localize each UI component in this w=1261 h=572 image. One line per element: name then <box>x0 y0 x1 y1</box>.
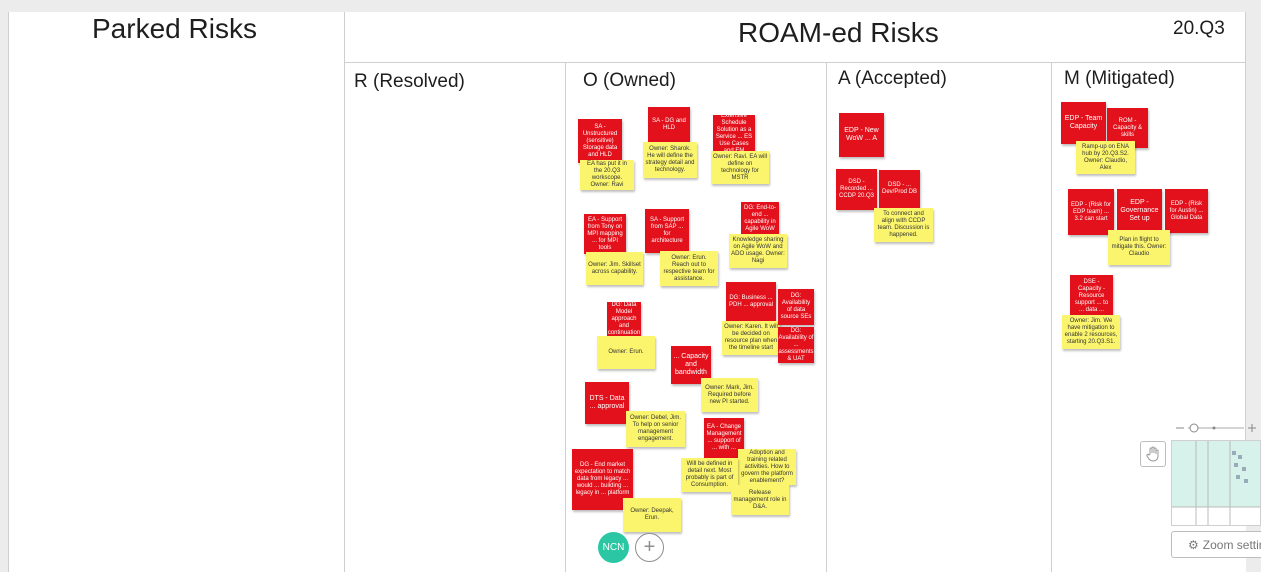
gear-icon: ⚙ <box>1188 537 1199 552</box>
sticky-note-red[interactable]: DG: Availability of ... assessments & UA… <box>778 327 814 363</box>
parked-risks-title: Parked Risks <box>92 13 257 44</box>
sticky-note-red[interactable]: DTS - Data ... approval <box>585 382 629 424</box>
sticky-note-yellow[interactable]: EA has put it in the 20.Q3 workscope. Ow… <box>580 160 634 190</box>
divider-parked <box>344 12 345 572</box>
sticky-note-yellow[interactable]: Owner: Mark, Jim. Required before new PI… <box>701 378 758 412</box>
sticky-note-red[interactable]: SA - Support from SAP ... for architectu… <box>645 209 689 253</box>
quarter-label: 20.Q3 <box>1173 18 1225 39</box>
divider-right <box>1245 12 1246 442</box>
zoom-slider-handle <box>1189 423 1199 433</box>
sticky-note-red[interactable]: ... Capacity and bandwidth <box>671 346 711 384</box>
sticky-note-red[interactable]: EA - Change Management ... support of ..… <box>704 418 744 458</box>
sticky-note-yellow[interactable]: Owner: Debel, Jim. To help on senior man… <box>626 411 685 447</box>
sticky-note-yellow[interactable]: Plan in flight to mitigate this. Owner: … <box>1108 230 1170 265</box>
zoom-settings-button[interactable]: ⚙ Zoom settings <box>1171 531 1261 558</box>
add-collaborator-button[interactable]: + <box>635 533 664 562</box>
sticky-note-red[interactable]: DG: Business ... PDH ... approval <box>726 282 776 322</box>
sticky-note-red[interactable]: DG - End market expectation to match dat… <box>572 449 633 510</box>
sticky-note-red[interactable]: SA - DG and HLD <box>648 107 690 143</box>
sticky-note-red[interactable]: SA - Extensive Schedule Solution as a Se… <box>713 115 755 153</box>
zoom-slider[interactable] <box>1176 422 1261 434</box>
zoom-settings-label: Zoom settings <box>1202 537 1261 552</box>
sticky-note-red[interactable]: EDP - (Risk for EDP team) ... 3.2 can st… <box>1068 189 1114 235</box>
divider-r-o <box>565 62 566 572</box>
divider-header <box>344 62 1245 63</box>
column-resolved-title: R (Resolved) <box>354 71 465 92</box>
sticky-note-yellow[interactable]: Knowledge sharing on Agile WoW and ADO u… <box>729 234 787 268</box>
column-owned-title: O (Owned) <box>583 70 676 91</box>
sticky-note-yellow[interactable]: Owner: Jim. We have mitigation to enable… <box>1062 315 1120 349</box>
sticky-note-red[interactable]: SA - Unstructured (sensitive) Storage da… <box>578 119 622 163</box>
sticky-note-red[interactable]: DG: End-to-end ... capability in Agile W… <box>741 202 779 236</box>
column-accepted-title: A (Accepted) <box>838 68 947 89</box>
divider-a-m <box>1051 62 1052 572</box>
sticky-note-yellow[interactable]: Release management role in D&A. <box>731 485 789 515</box>
roam-risks-title: ROAM-ed Risks <box>738 17 939 48</box>
sticky-note-yellow[interactable]: Owner: Ravi. EA will define on technolog… <box>711 151 769 184</box>
sticky-note-red[interactable]: EDP - (Risk for Austin) ... Global Data <box>1165 189 1208 233</box>
sticky-note-red[interactable]: EA - Support from Tony on MPI mapping ..… <box>584 214 626 254</box>
sticky-note-yellow[interactable]: Owner: Erun. Reach out to respective tea… <box>660 251 718 286</box>
sticky-note-red[interactable]: DSE - Capacity - Resource support ... to… <box>1070 275 1113 317</box>
sticky-note-yellow[interactable]: To connect and align with CCDP team. Dis… <box>874 208 933 242</box>
sticky-note-yellow[interactable]: Owner: Deepak, Erun. <box>623 498 681 532</box>
sticky-note-yellow[interactable]: Owner: Erun. <box>597 336 655 369</box>
sticky-note-red[interactable]: EDP - Team Capacity <box>1061 102 1106 144</box>
sticky-note-red[interactable]: DSD - Recorded ... CCDP 20.Q3 <box>836 169 877 210</box>
minimap[interactable] <box>1171 440 1261 526</box>
sticky-note-red[interactable]: DG: Availability of data source SEs <box>778 289 814 325</box>
sticky-note-red[interactable]: DSD - ... Dev/Prod DB <box>879 170 920 208</box>
sticky-note-yellow[interactable]: Owner: Jim. Skillset across capability. <box>586 252 643 285</box>
sticky-note-red[interactable]: EDP - Governance Set up <box>1117 189 1162 233</box>
sticky-note-red[interactable]: EDP - New WoW ... A <box>839 113 884 157</box>
sticky-note-yellow[interactable]: Adoption and training related activities… <box>738 449 796 485</box>
column-mitigated-title: M (Mitigated) <box>1064 68 1175 89</box>
user-avatar[interactable]: NCN <box>598 532 629 563</box>
sticky-note-red[interactable]: DG: Data Model approach and continuation <box>607 302 641 336</box>
sticky-note-yellow[interactable]: Will be defined in detail next. Most pro… <box>681 458 738 492</box>
plus-icon: + <box>643 536 656 558</box>
sticky-note-yellow[interactable]: Ramp-up on ENA hub by 20.Q3.S2. Owner: C… <box>1076 141 1135 174</box>
hand-icon[interactable] <box>1140 441 1166 467</box>
divider-o-a <box>826 62 827 572</box>
sticky-note-yellow[interactable]: Owner: Karen. It will be decided on reso… <box>722 321 780 355</box>
sticky-note-yellow[interactable]: Owner: Sharok. He will define the strate… <box>643 142 697 178</box>
